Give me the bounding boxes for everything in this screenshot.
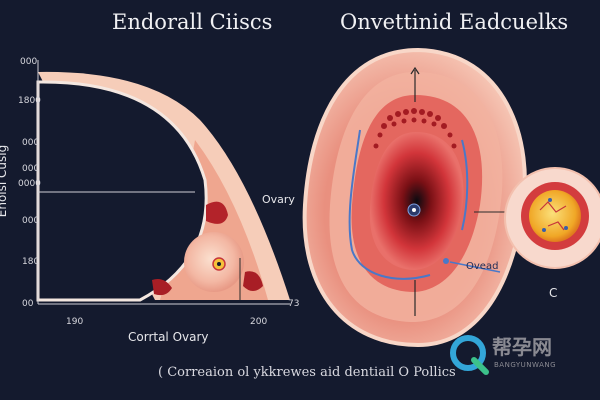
arrow-top-head xyxy=(410,66,420,75)
figure-caption: ( Correaion ol ykkrewes aid dentiail O P… xyxy=(158,365,456,380)
y-tick-2: 000 xyxy=(22,138,40,148)
watermark-q-tail xyxy=(471,357,489,375)
y-tick-5: 000 xyxy=(22,216,40,226)
ovary-core xyxy=(369,132,464,270)
watermark-cn: 帮孕网 xyxy=(492,335,552,359)
watermark-q-icon xyxy=(450,335,486,371)
blue-contour-line xyxy=(348,129,431,280)
left-vessel-patch-2 xyxy=(243,271,263,291)
arrow-blue-pointer xyxy=(449,261,501,273)
y-tick-4: 0000 xyxy=(18,179,41,189)
callout-follicle-yellow xyxy=(529,190,581,242)
x-tick-2: 73 xyxy=(288,299,300,309)
left-oocyte-nucleus xyxy=(217,262,221,266)
watermark-logo xyxy=(450,335,489,375)
x-tick-1: 200 xyxy=(250,317,268,327)
blue-contour-line-2 xyxy=(461,139,469,231)
left-panel xyxy=(36,60,290,305)
pointer-dot xyxy=(443,258,449,264)
callout-dot-2 xyxy=(564,226,568,230)
right-panel xyxy=(302,47,600,348)
y-tick-1: 1800 xyxy=(18,96,41,106)
left-y-axis-label: Enolsi Cusig xyxy=(0,144,10,218)
callout-cell-lines xyxy=(539,201,567,231)
left-arc-cutout xyxy=(36,80,208,302)
callout-dot-3 xyxy=(542,228,546,232)
watermark-en: BANGYUNWANG xyxy=(494,361,557,369)
ovead-label: Ovead xyxy=(466,261,499,272)
y-tick-3: 000 xyxy=(22,164,40,174)
x-tick-0: 190 xyxy=(66,317,84,327)
callout-dot-1 xyxy=(548,198,552,202)
cortical-ovary-label: Corrtal Ovary xyxy=(128,330,209,344)
y-tick-7: 00 xyxy=(22,299,34,309)
ovary-label: Ovary xyxy=(262,193,295,206)
follicle-dots xyxy=(373,108,457,149)
oocyte-center-dot xyxy=(412,208,416,212)
left-title: Endorall Ciiscs xyxy=(112,10,273,34)
y-tick-0: 000 xyxy=(20,57,38,67)
left-vessel-patch-1 xyxy=(206,201,228,224)
right-title: Onvettinid Eadcuelks xyxy=(340,10,569,34)
left-vessel-patch-3 xyxy=(152,279,172,296)
c-label: C xyxy=(549,286,558,300)
y-tick-6: 180 xyxy=(22,257,40,267)
